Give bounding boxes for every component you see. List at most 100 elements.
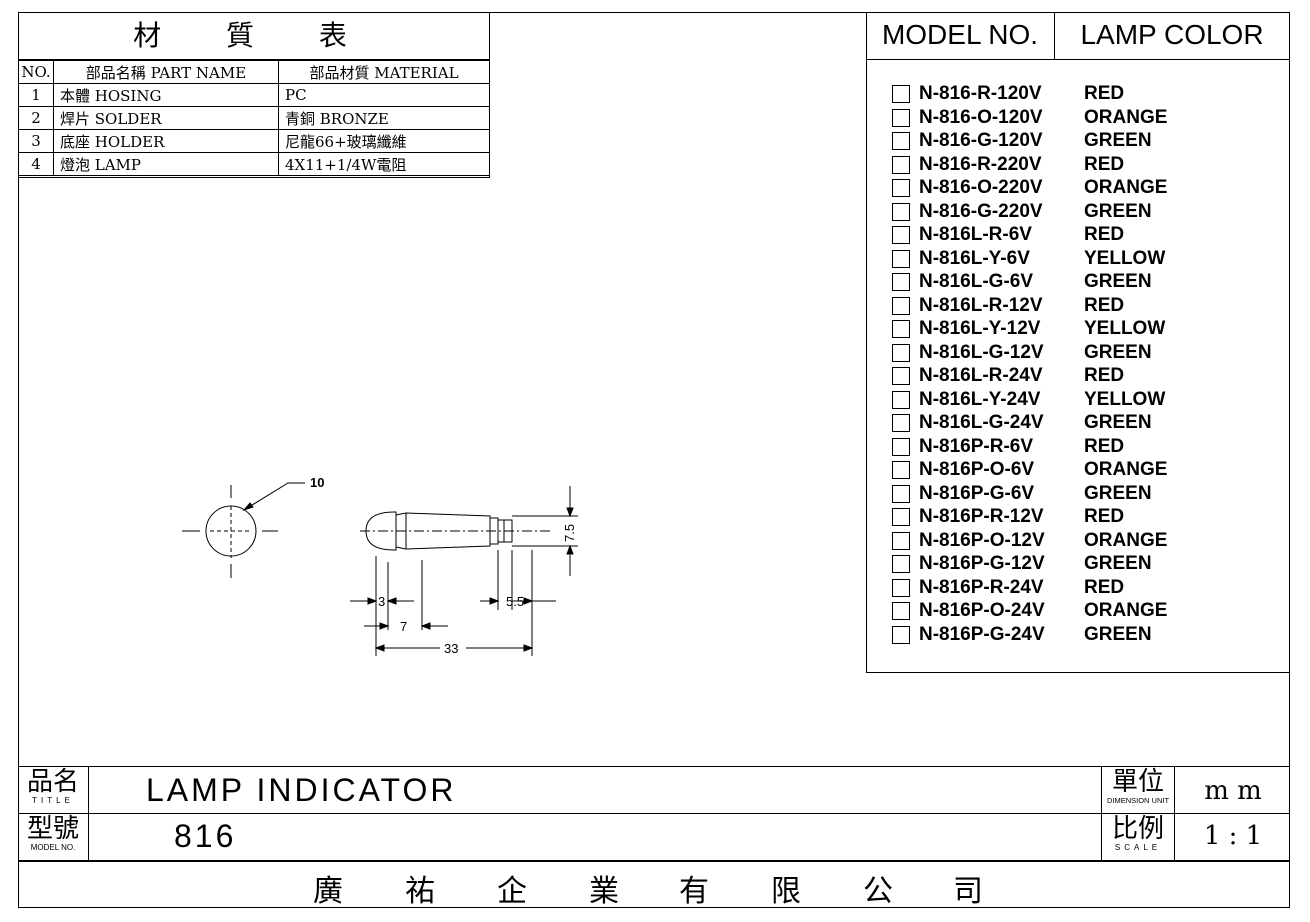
header-part-name: 部品名稱 PART NAME [53,60,279,84]
checkbox[interactable] [892,555,910,573]
row-part: 燈泡 LAMP [53,152,279,176]
scale-label-cn: 比例 [1111,814,1164,844]
model-number: N-816P-R-6V [919,435,1034,457]
scale-label: 比例 SCALE [1103,815,1173,852]
company-char: 有 [679,874,709,909]
model-number: N-816-R-220V [919,153,1042,175]
model-number: N-816P-R-12V [919,506,1044,527]
dim-arrow [386,597,397,605]
model-number: N-816P-R-24V [919,576,1044,598]
lamp-color: RED [1084,435,1125,457]
diameter-leader [243,482,305,511]
lamp-color: ORANGE [1084,459,1168,480]
checkbox[interactable] [892,132,910,150]
material-table-border [18,12,490,178]
checkbox[interactable] [892,273,910,291]
dim-arrow [523,597,534,605]
model-number: N-816-G-220V [919,200,1043,222]
checkbox[interactable] [892,367,910,385]
checkbox[interactable] [892,625,910,644]
company-char: 業 [589,874,619,909]
title-block-divider [18,813,1290,814]
table-row: 4 燈泡 LAMP 4X11+1/4W電阻 [18,152,490,176]
row-material: 青銅 BRONZE [278,106,490,130]
checkbox[interactable] [892,437,910,456]
table-row: 2 焊片 SOLDER 青銅 BRONZE [18,106,490,130]
material-table: NO. 部品名稱 PART NAME 部品材質 MATERIAL 1 本體 HO… [18,60,490,176]
checkbox[interactable] [892,155,910,174]
dim-diameter-label: 10 [310,475,324,490]
lamp-color: RED [1084,365,1125,386]
unit-label-cn: 單位 [1111,767,1164,797]
lamp-color: RED [1084,506,1125,527]
material-table-title: 材 質 表 [18,12,490,60]
row-no: 2 [18,106,54,130]
model-value: 816 [174,818,237,854]
checkbox[interactable] [892,108,910,127]
checkbox[interactable] [892,602,910,620]
table-row: 1 本體 HOSING PC [18,83,490,107]
dim-arrow [566,507,574,518]
checkbox[interactable] [892,508,910,526]
lamp-color: GREEN [1084,130,1152,151]
company-char: 企 [497,874,527,909]
row-material: 4X11+1/4W電阻 [278,152,490,176]
scale-label-en: SCALE [1114,843,1162,852]
model-number: N-816L-G-6V [919,271,1034,292]
lamp-color: GREEN [1084,341,1152,363]
lamp-color: GREEN [1084,623,1152,645]
dim-arrow [566,544,574,555]
checkbox[interactable] [892,578,910,597]
checkbox[interactable] [892,343,910,362]
unit-label: 單位 DIMENSION UNIT [1103,768,1173,805]
checkbox[interactable] [892,249,910,268]
row-part: 焊片 SOLDER [53,106,279,130]
checkbox[interactable] [892,484,910,503]
row-no: 1 [18,83,54,107]
model-number: N-816P-G-24V [919,623,1045,645]
row-part: 本體 HOSING [53,83,279,107]
company-name: 廣祐企業有限公司 [0,866,1310,909]
dim-a-label: 3 [378,594,385,609]
unit-value: m m [1204,776,1262,806]
lamp-color: GREEN [1084,412,1152,433]
checkbox[interactable] [892,226,910,244]
model-label-cn: 型號 [26,814,79,844]
company-char: 祐 [405,874,435,909]
lamp-color: ORANGE [1084,177,1168,198]
checkbox[interactable] [892,414,910,432]
checkbox[interactable] [892,461,910,479]
model-label-en: MODEL NO. [30,843,76,852]
company-char: 限 [771,874,801,909]
lamp-color: ORANGE [1084,529,1168,551]
lamp-color: RED [1084,294,1125,316]
model-number: N-816-O-120V [919,106,1043,128]
checkbox[interactable] [892,179,910,197]
checkbox[interactable] [892,531,910,550]
checkbox[interactable] [892,296,910,315]
title-block-divider [88,766,89,860]
dim-arrow [367,597,378,605]
material-table-header: NO. 部品名稱 PART NAME 部品材質 MATERIAL [18,60,490,84]
model-number: N-816P-G-6V [919,482,1035,504]
checkbox[interactable] [892,320,910,338]
lamp-color: ORANGE [1084,600,1168,621]
row-no: 3 [18,129,54,153]
checkbox[interactable] [892,202,910,221]
title-value: LAMP INDICATOR [146,772,457,808]
title-label-en: TITLE [32,796,74,805]
dim-length-label: 33 [444,641,458,656]
model-number: N-816L-G-12V [919,341,1044,363]
lamp-dome [365,511,397,551]
checkbox[interactable] [892,390,910,409]
checkbox[interactable] [892,85,910,103]
